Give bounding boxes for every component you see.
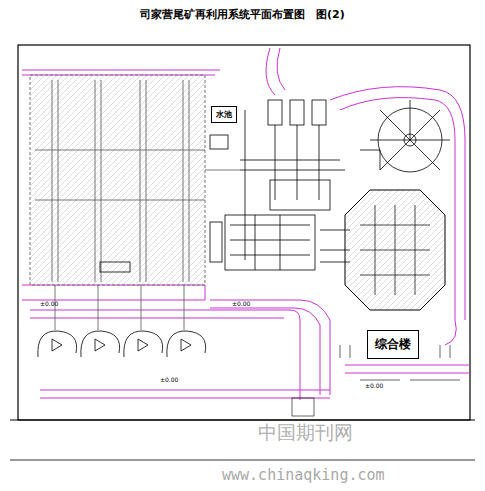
spiral-ramp <box>124 331 163 357</box>
pipe-line <box>55 285 56 330</box>
conveyor-line <box>35 150 240 200</box>
pipe-line <box>184 285 185 330</box>
pipe-line <box>141 285 142 330</box>
elevation-mark: ±0.00 <box>232 300 250 307</box>
spiral-ramp <box>81 331 120 357</box>
ramp-marker <box>95 339 105 351</box>
conveyor-line <box>101 80 102 282</box>
conveyor-line <box>58 80 59 282</box>
conveyor-line <box>146 80 147 282</box>
pipe-line <box>98 285 99 330</box>
building-box: 水池 <box>211 106 237 123</box>
watermark: 中国期刊网 <box>258 420 353 446</box>
ramp-marker <box>181 339 191 351</box>
plan-title: 司家营尾矿再利用系统平面布置图 图(2) <box>140 7 345 22</box>
elevation-mark: ±0.00 <box>365 382 383 389</box>
conveyor-line <box>183 80 184 282</box>
building-box: 综合楼 <box>367 330 419 359</box>
watermark-url: www.chinaqking.com <box>222 466 385 484</box>
conveyor-line <box>189 80 190 282</box>
ramp-marker <box>52 339 62 351</box>
building-label: 水池 <box>216 109 232 120</box>
conveyor-line <box>52 80 53 282</box>
spiral-ramp <box>167 331 206 357</box>
building-label: 综合楼 <box>375 336 411 353</box>
conveyor-line <box>95 80 96 282</box>
elevation-mark: ±0.00 <box>40 300 58 307</box>
conveyor-line <box>140 80 141 282</box>
spiral-ramp <box>38 331 77 357</box>
ramp-marker <box>138 339 148 351</box>
elevation-mark: ±0.00 <box>160 376 178 383</box>
